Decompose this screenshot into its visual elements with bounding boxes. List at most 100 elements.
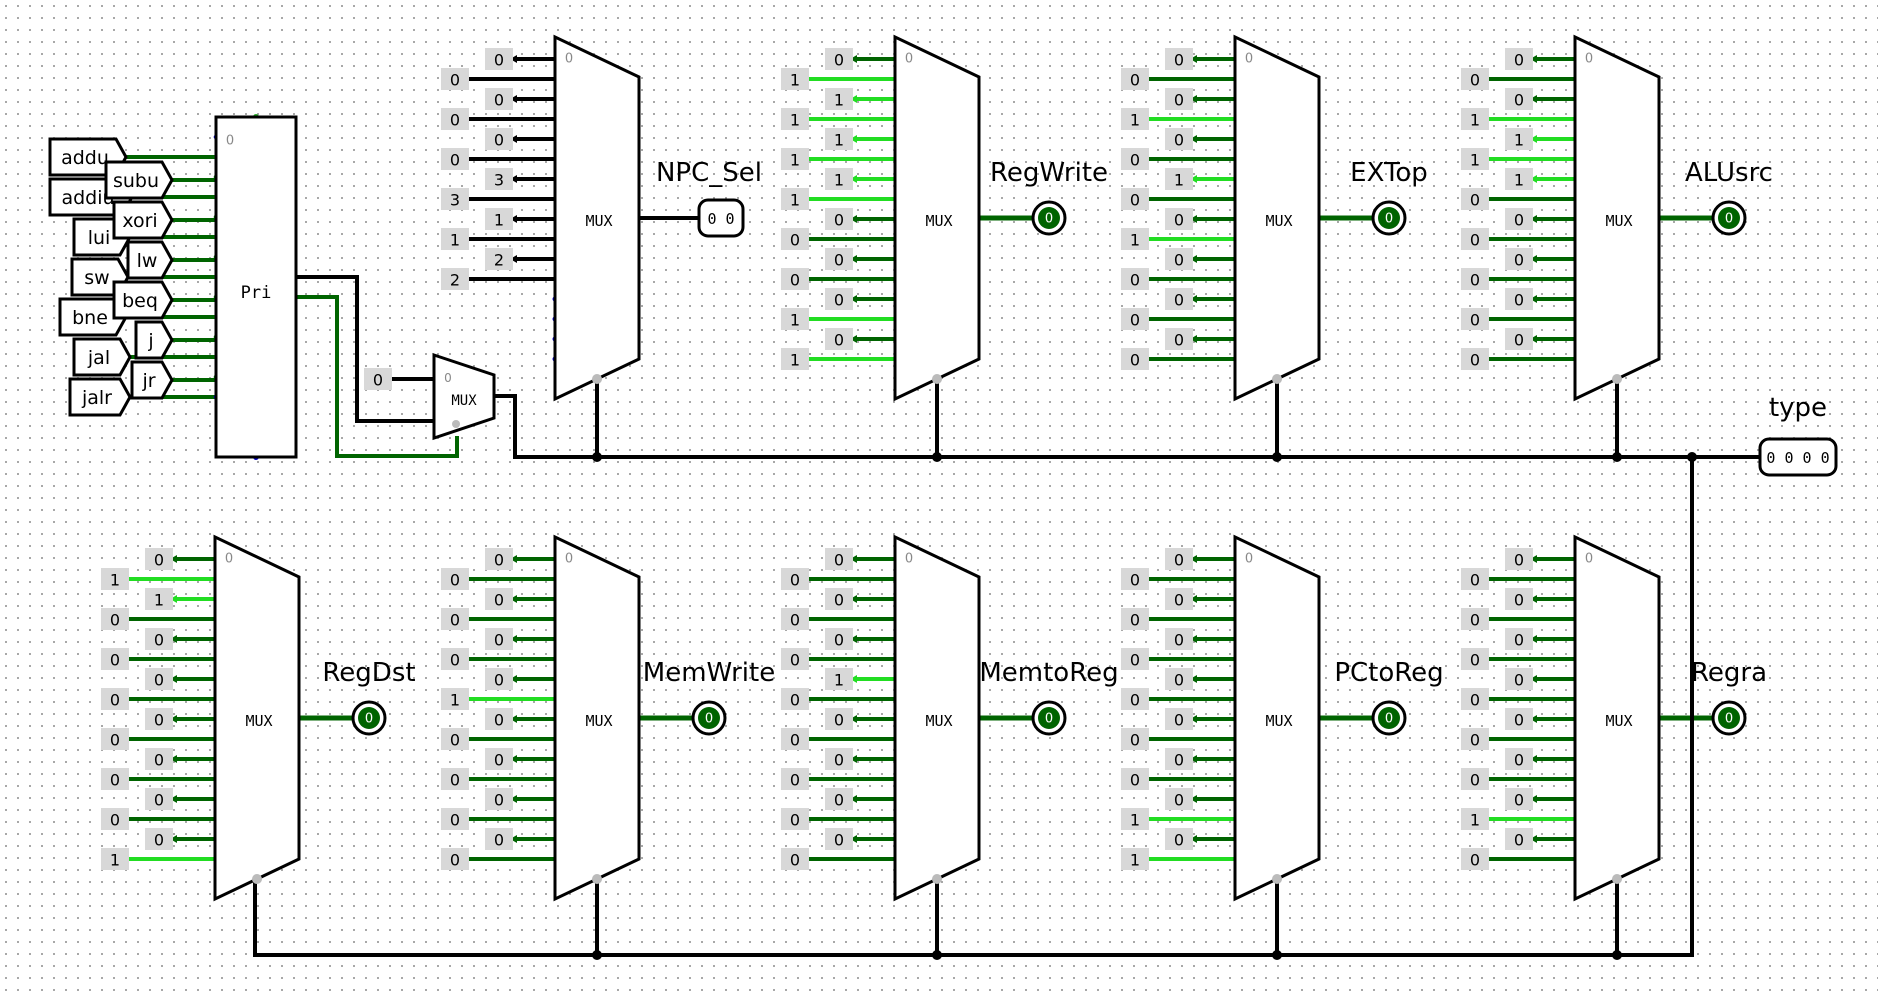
pin-arrow [1530, 295, 1537, 303]
mux-regdst-output-led-core [358, 707, 380, 729]
mux-regdst-const-2-bg [145, 588, 173, 610]
mux-alusrc-const-3-bg [1461, 108, 1489, 130]
mux-regdst-const-0: 0 [154, 551, 164, 570]
junction-dot [1612, 950, 1622, 960]
pin-arrow [1190, 295, 1197, 303]
priority-encoder-label: Pri [241, 283, 272, 303]
mux-regra-const-14: 0 [1514, 831, 1524, 850]
mux-regwrite-const-15: 1 [790, 351, 800, 370]
mux-extop-const-1-bg [1121, 68, 1149, 90]
pin-arrow [1190, 795, 1197, 803]
instr-input-addu[interactable]: addu [61, 147, 109, 169]
instr-input-jr[interactable]: jr [141, 370, 155, 392]
instr-input-lui[interactable]: lui [88, 227, 111, 249]
mux-memtoreg-const-8-bg [825, 708, 853, 730]
pin-arrow [1190, 715, 1197, 723]
mux-regdst-const-8-bg [145, 708, 173, 730]
instr-input-subu[interactable]: subu [113, 170, 159, 192]
pin-arrow [1190, 755, 1197, 763]
pin-arrow [1530, 795, 1537, 803]
instr-input-jalr[interactable]: jalr [81, 387, 112, 409]
junction-dot [592, 452, 602, 462]
pin-arrow [850, 95, 857, 103]
mux-extop-const-2: 0 [1174, 91, 1184, 110]
pin-arrow [1190, 55, 1197, 63]
mux-regdst-const-12: 0 [154, 791, 164, 810]
mux-memwrite-label: MUX [585, 712, 612, 730]
priority-encoder [214, 115, 298, 459]
junction-dot [1612, 452, 1622, 462]
small-mux-const: 0 [373, 371, 383, 390]
mux-regra-const-3-bg [1461, 608, 1489, 630]
mux-memtoreg-const-1: 0 [790, 571, 800, 590]
instr-input-jal[interactable]: jal [87, 347, 110, 369]
pin-arrow [1190, 555, 1197, 563]
mux-memtoreg-const-2-bg [825, 588, 853, 610]
pin-arrow [510, 715, 517, 723]
mux-regdst-const-12-bg [145, 788, 173, 810]
mux-memtoreg-output-led-core [1038, 707, 1060, 729]
mux-npc_sel-const-4-bg [485, 128, 513, 150]
mux-extop-const-4: 0 [1174, 131, 1184, 150]
mux-extop-const-8-bg [1165, 208, 1193, 230]
mux-pctoreg-const-1-bg [1121, 568, 1149, 590]
mux-memwrite-const-13: 0 [450, 811, 460, 830]
mux-pctoreg-const-0: 0 [1174, 551, 1184, 570]
mux-memtoreg-const-0-bg [825, 548, 853, 570]
junction-dot [932, 452, 942, 462]
mux-memwrite-output-led-value: 0 [705, 712, 713, 727]
mux-npc_sel-const-8-bg [485, 208, 513, 230]
mux-npc_sel-const-7: 3 [450, 191, 460, 210]
instr-input-addiu[interactable]: addiu [61, 187, 114, 209]
mux-extop-const-6-bg [1165, 168, 1193, 190]
pin-arrow [170, 675, 177, 683]
mux-alusrc-const-7-bg [1461, 188, 1489, 210]
mux-extop-const-12: 0 [1174, 291, 1184, 310]
pin-arrow [1530, 715, 1537, 723]
instr-input-xori[interactable]: xori [122, 210, 157, 232]
mux-regdst-const-8: 0 [154, 711, 164, 730]
mux-regwrite-const-8-bg [825, 208, 853, 230]
pin-arrow [510, 215, 517, 223]
instr-input-bne[interactable]: bne [72, 307, 108, 329]
instr-input-j[interactable]: j [147, 330, 153, 352]
mux-memtoreg-const-14-bg [825, 828, 853, 850]
pin-arrow [170, 715, 177, 723]
pin-arrow [1530, 55, 1537, 63]
mux-regra-const-1: 0 [1470, 571, 1480, 590]
mux-regwrite-const-14: 0 [834, 331, 844, 350]
mux-pctoreg-const-9-bg [1121, 728, 1149, 750]
pin-arrow [850, 335, 857, 343]
mux-regra-const-4-bg [1505, 628, 1533, 650]
mux-memtoreg-const-7: 0 [790, 691, 800, 710]
mux-regra-const-12: 0 [1514, 791, 1524, 810]
mux-regdst-output-led: 0 [351, 700, 387, 736]
mux-pctoreg-const-9: 0 [1130, 731, 1140, 750]
pin-arrow [170, 835, 177, 843]
pin-arrow [1530, 215, 1537, 223]
mux-memtoreg-body [893, 534, 981, 902]
mux-pctoreg-const-4: 0 [1174, 631, 1184, 650]
pin-arrow [1530, 175, 1537, 183]
mux-regra-const-8-bg [1505, 708, 1533, 730]
mux-alusrc-const-12: 0 [1514, 291, 1524, 310]
pin-arrow [510, 95, 517, 103]
instr-input-sw[interactable]: sw [84, 267, 109, 289]
type-output-label: type [1769, 393, 1827, 423]
pri-output-bus [296, 275, 434, 423]
instr-input-jal-box [72, 337, 132, 377]
mux-memwrite-zero: 0 [565, 552, 573, 567]
mux-extop-const-10: 0 [1174, 251, 1184, 270]
mux-memwrite-const-0: 0 [494, 551, 504, 570]
pin-arrow [1190, 255, 1197, 263]
instr-input-lw[interactable]: lw [137, 250, 158, 272]
mux-memtoreg-label: MUX [925, 712, 952, 730]
type-output-box [1758, 437, 1838, 477]
instr-input-beq[interactable]: beq [122, 290, 158, 312]
mux-memwrite-output-led-core [698, 707, 720, 729]
mux-memtoreg-output-led-value: 0 [1045, 712, 1053, 727]
mux-npc_sel-zero: 0 [565, 52, 573, 67]
mux-memtoreg-const-5-bg [781, 648, 809, 670]
